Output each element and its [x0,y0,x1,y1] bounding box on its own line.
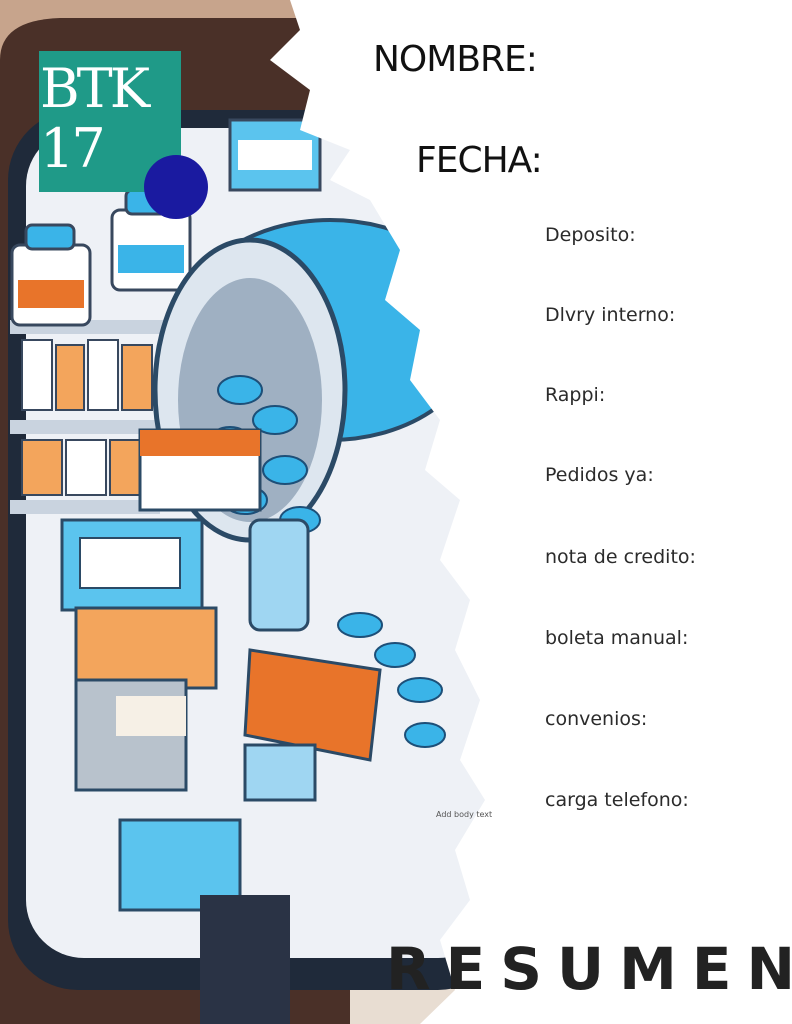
resume-title: RESUMEN [386,935,792,1003]
pharmacy-illustration [0,0,520,1024]
date-label: FECHA: [416,140,543,181]
field-label-carga-telefono: carga telefono: [545,789,689,811]
logo-text-line-1: BTK [40,57,150,120]
name-label: NOMBRE: [373,39,538,80]
field-label-delivery-interno: Dlvry interno: [545,304,676,326]
field-label-convenios: convenios: [545,708,648,730]
field-label-deposito: Deposito: [545,224,636,246]
field-label-nota-de-credito: nota de credito: [545,546,696,568]
field-label-rappi: Rappi: [545,384,606,406]
logo-text-line-2: 17 [40,117,106,180]
logo-dot [144,155,208,219]
placeholder-body-text: Add body text [436,810,493,819]
field-label-boleta-manual: boleta manual: [545,627,689,649]
field-label-pedidos-ya: Pedidos ya: [545,464,654,486]
